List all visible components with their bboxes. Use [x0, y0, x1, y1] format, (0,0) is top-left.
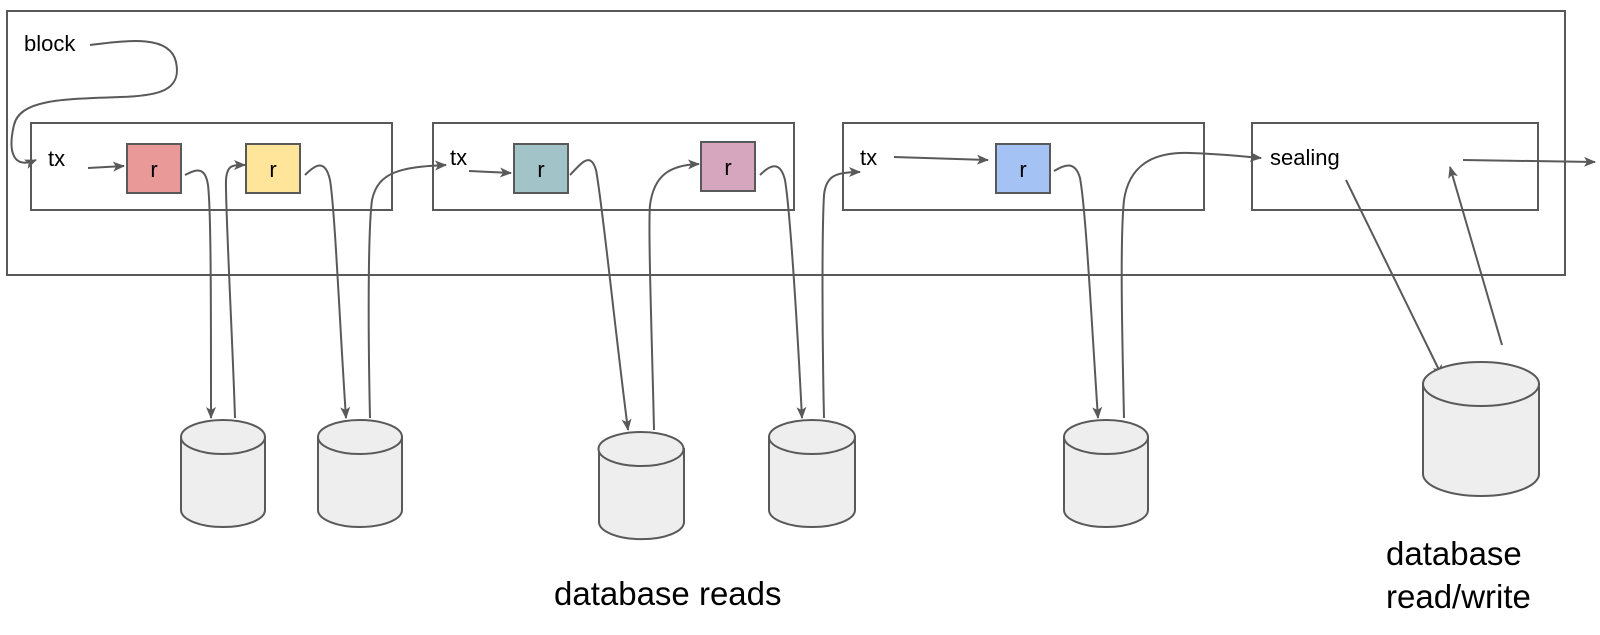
- sealing-stage: sealing: [1251, 122, 1539, 211]
- read-to-db-arrow: [569, 159, 632, 431]
- sealing-container: [1251, 122, 1539, 211]
- tx-to-read-arrow: [468, 167, 512, 178]
- read-box: [700, 141, 756, 192]
- db-to-sealing-arrow: [1448, 166, 1503, 346]
- database-read-write-caption-line1: database: [1386, 535, 1522, 572]
- tx-stage-2: tx r r: [432, 122, 795, 211]
- read-box: [245, 143, 301, 194]
- database-reads-caption: database reads: [554, 575, 782, 612]
- db-to-sealing-arrow: [1120, 151, 1262, 419]
- tx-container: [842, 122, 1205, 211]
- block-label: block: [24, 31, 76, 56]
- db-to-next-tx-arrow: [821, 167, 861, 419]
- tx-label: tx: [450, 145, 467, 170]
- sealing-output-arrow: [1462, 156, 1596, 167]
- read-database: [317, 419, 403, 528]
- read-label: r: [724, 155, 731, 180]
- read-label: r: [1019, 157, 1026, 182]
- tx-to-read-arrow: [87, 161, 125, 172]
- read-write-database: [1422, 361, 1540, 497]
- read-box: [995, 143, 1051, 194]
- read-database: [180, 419, 266, 528]
- read-database: [1063, 419, 1149, 528]
- block-frame: [6, 10, 1566, 276]
- sealing-label: sealing: [1270, 145, 1340, 170]
- tx-container: [30, 122, 393, 211]
- read-label: r: [150, 157, 157, 182]
- read-to-db-arrow: [184, 169, 216, 419]
- read-to-db-arrow: [304, 164, 351, 419]
- read-box: [513, 143, 569, 194]
- block-to-tx-arrow: [10, 40, 178, 169]
- read-database: [597, 431, 685, 541]
- tx-stage-3: tx r: [842, 122, 1205, 211]
- read-box: [126, 143, 182, 194]
- database-read-write-caption-line2: read/write: [1386, 578, 1531, 615]
- read-to-db-arrow: [1053, 164, 1103, 419]
- tx-label: tx: [860, 145, 877, 170]
- read-label: r: [537, 157, 544, 182]
- read-database: [768, 419, 856, 528]
- db-to-read-arrow: [224, 160, 246, 419]
- read-to-db-arrow: [759, 165, 807, 419]
- tx-stage-1: tx r r: [30, 122, 393, 211]
- sealing-to-db-arrow: [1345, 179, 1443, 377]
- tx-label: tx: [48, 146, 65, 171]
- read-label: r: [269, 157, 276, 182]
- db-to-read-arrow: [648, 159, 700, 431]
- tx-to-read-arrow: [893, 154, 989, 165]
- db-to-next-tx-arrow: [367, 160, 447, 419]
